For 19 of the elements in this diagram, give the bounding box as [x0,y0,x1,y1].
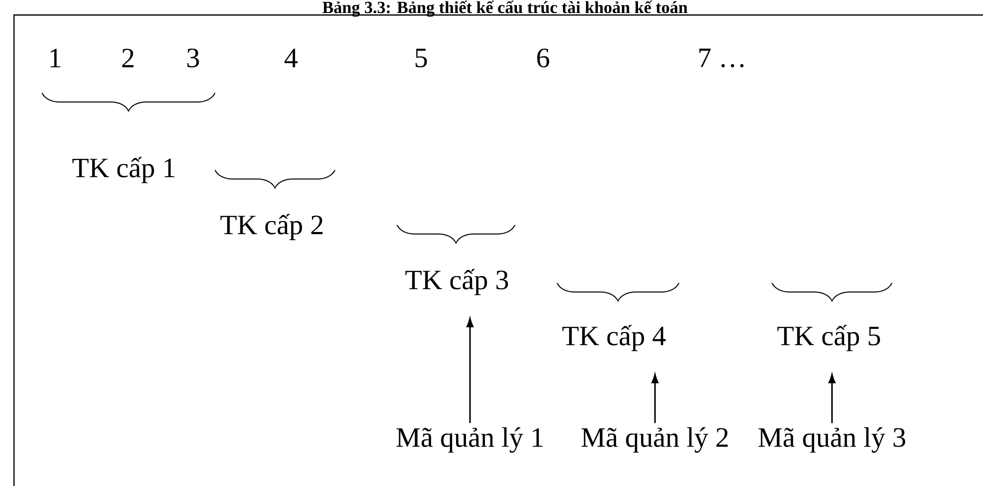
level-label: TK cấp 5 [777,324,880,352]
digit-label: 6 [537,48,550,68]
arrow [828,374,836,424]
code-label: Mã quản lý 3 [758,427,906,453]
digit-label: 1 [50,48,60,68]
level-label: TK cấp 1 [72,156,174,184]
digit-label: 7 … [699,48,744,68]
code-label: Mã quản lý 1 [396,427,543,453]
title: Bảng 3.3: Bảng thiết kế cấu trúc tài khoản kế toán [322,0,688,17]
arrow [651,374,659,424]
digit-label: 2 [122,48,134,68]
digit-label: 5 [416,48,427,68]
level-label: TK cấp 4 [562,324,666,352]
digit-label: 3 [187,48,199,68]
level-label: TK cấp 3 [405,268,508,296]
code-label: Mã quản lý 2 [582,427,728,453]
digit-label: 4 [284,48,298,68]
arrow [466,318,474,424]
level-label: TK cấp 2 [220,214,323,240]
